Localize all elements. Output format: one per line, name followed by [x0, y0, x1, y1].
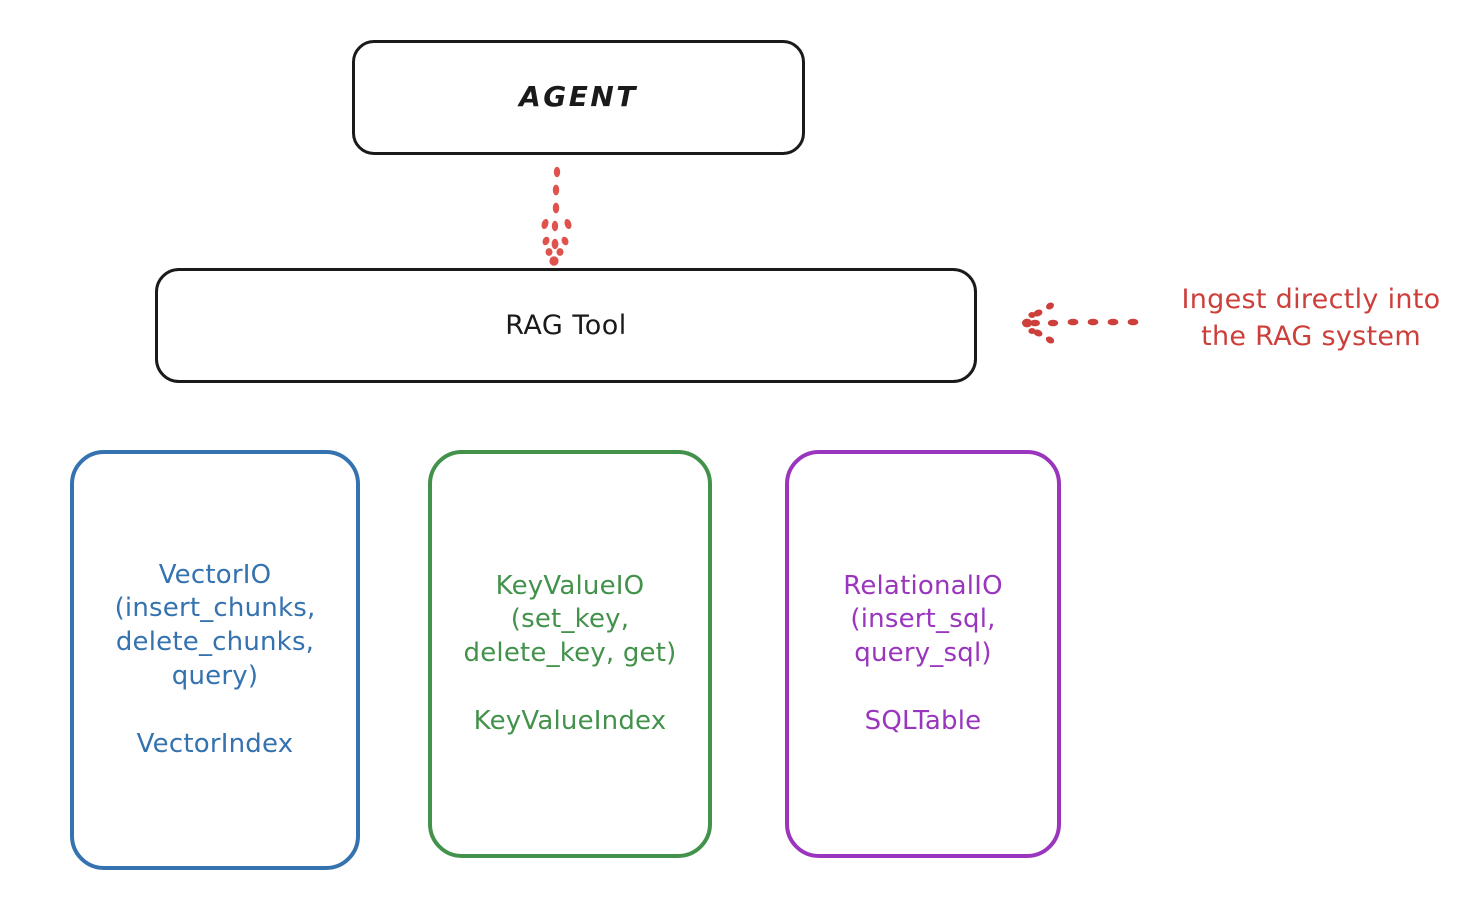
agent-node-label: AGENT [519, 80, 638, 114]
ingest-to-rag-tool-arrow [1022, 302, 1139, 344]
ingest-annotation-text: Ingest directly into the RAG system [1181, 284, 1441, 353]
vector-io-node[interactable]: VectorIO (insert_chunks, delete_chunks, … [70, 450, 360, 870]
agent-to-rag-tool-arrow [541, 166, 572, 266]
key-value-io-node[interactable]: KeyValueIO (set_key, delete_key, get) Ke… [428, 450, 712, 858]
rag-tool-node-label: RAG Tool [505, 309, 627, 341]
key-value-io-node-label: KeyValueIO (set_key, delete_key, get) Ke… [463, 570, 677, 736]
rag-tool-node[interactable]: RAG Tool [155, 268, 977, 383]
agent-node[interactable]: AGENT [352, 40, 805, 155]
relational-io-node-label: RelationalIO (insert_sql, query_sql) SQL… [843, 570, 1003, 736]
vector-io-node-label: VectorIO (insert_chunks, delete_chunks, … [114, 559, 316, 759]
relational-io-node[interactable]: RelationalIO (insert_sql, query_sql) SQL… [785, 450, 1061, 858]
